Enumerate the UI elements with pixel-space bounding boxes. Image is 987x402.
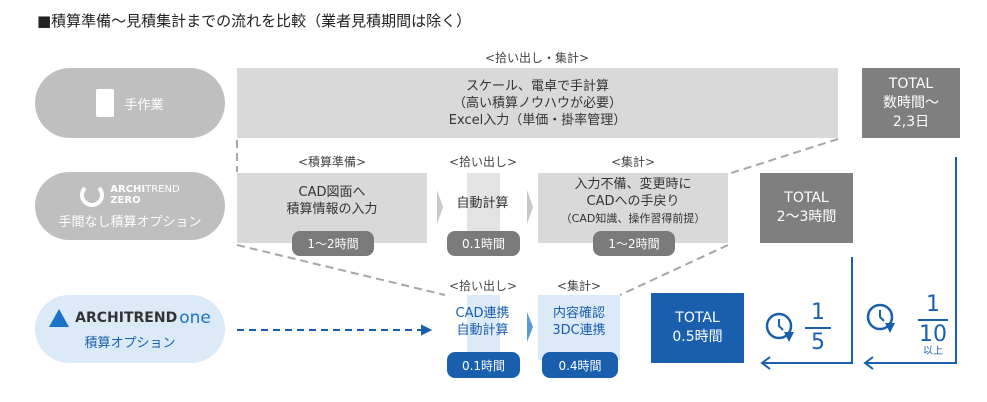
total-text: TOTAL [888, 75, 934, 92]
step-text: CAD図面へ [298, 185, 366, 200]
fraction-note: 以上 [923, 346, 943, 357]
total-text: 2〜3時間 [776, 209, 837, 225]
time-badge: 0.4時間 [542, 352, 618, 378]
logo-text: ARCHITREND [75, 309, 178, 326]
process-text: スケール、電卓で手計算 [465, 78, 609, 94]
page-title: ■積算準備〜見積集計までの流れを比較（業者見積期間は除く） [37, 12, 472, 30]
clock-down-icon [765, 312, 794, 342]
step-box: 内容確認 3DC連携 [538, 295, 620, 360]
time-badge: 0.1時間 [447, 231, 520, 256]
step-text: 内容確認 [552, 305, 605, 321]
step-text: 自動計算 [456, 322, 509, 338]
phase-label: <拾い出し> [448, 155, 518, 169]
step-text: 入力不備、変更時に [574, 176, 692, 192]
reduction-one-tenth: 1 10 以上 [918, 294, 948, 357]
step-text: 積算情報の入力 [286, 202, 378, 217]
method-architrend-zero: ARCHITREND ZERO 手間なし積算オプション [35, 172, 225, 240]
method-name: 手作業 [124, 97, 164, 113]
step-box: CAD連携 自動計算 [445, 295, 520, 360]
calculator-icon [96, 89, 115, 117]
step-text: 自動計算 [456, 195, 509, 211]
time-badge: 0.1時間 [447, 352, 520, 378]
total-text: 2,3日 [892, 113, 930, 130]
logo-text: one [179, 307, 211, 328]
logo-text: TREND [145, 183, 180, 195]
total-text: 数時間〜 [883, 94, 939, 111]
phase-label: <拾い出し・集計> [484, 51, 590, 65]
step-text: 3DC連携 [552, 322, 606, 338]
architrend-zero-logo: ARCHITREND ZERO [80, 182, 180, 207]
manual-process-box: スケール、電卓で手計算 （高い積算ノウハウが必要） Excel入力（単価・掛率管… [237, 68, 838, 138]
step-box: CAD図面へ 積算情報の入力 [237, 173, 427, 243]
step-text: CADへの手戻り [586, 193, 680, 209]
fraction-denominator: 10 [919, 322, 947, 347]
zero-logo-icon [80, 182, 105, 207]
total-one: TOTAL 0.5時間 [651, 293, 744, 363]
total-text: TOTAL [784, 190, 829, 206]
step-text: （CAD知識、操作習得前提） [560, 211, 706, 225]
phase-label: <拾い出し> [448, 279, 518, 293]
total-manual: TOTAL 数時間〜 2,3日 [862, 68, 960, 138]
logo-text: ARCHI [110, 183, 146, 195]
process-text: （高い積算ノウハウが必要） [452, 95, 622, 111]
time-badge: 1〜2時間 [292, 231, 374, 256]
total-zero: TOTAL 2〜3時間 [760, 173, 853, 243]
clock-down-icon [866, 303, 895, 333]
method-name: 積算オプション [84, 335, 176, 351]
one-logo-icon [49, 308, 70, 327]
process-text: Excel入力（単価・掛率管理） [448, 112, 627, 128]
total-text: TOTAL [675, 310, 720, 326]
fraction-numerator: 1 [926, 292, 940, 317]
fraction-numerator: 1 [811, 300, 825, 325]
step-text: CAD連携 [455, 305, 510, 321]
method-name: 手間なし積算オプション [58, 214, 202, 230]
fraction-denominator: 5 [811, 330, 825, 355]
phase-label: <集計> [556, 279, 602, 293]
total-text: 0.5時間 [672, 329, 723, 345]
phase-label: <積算準備> [297, 155, 367, 169]
phase-label: <集計> [610, 155, 656, 169]
time-badge: 1〜2時間 [593, 231, 675, 256]
logo-text: ZERO [110, 194, 141, 206]
method-manual: 手作業 [35, 68, 225, 138]
